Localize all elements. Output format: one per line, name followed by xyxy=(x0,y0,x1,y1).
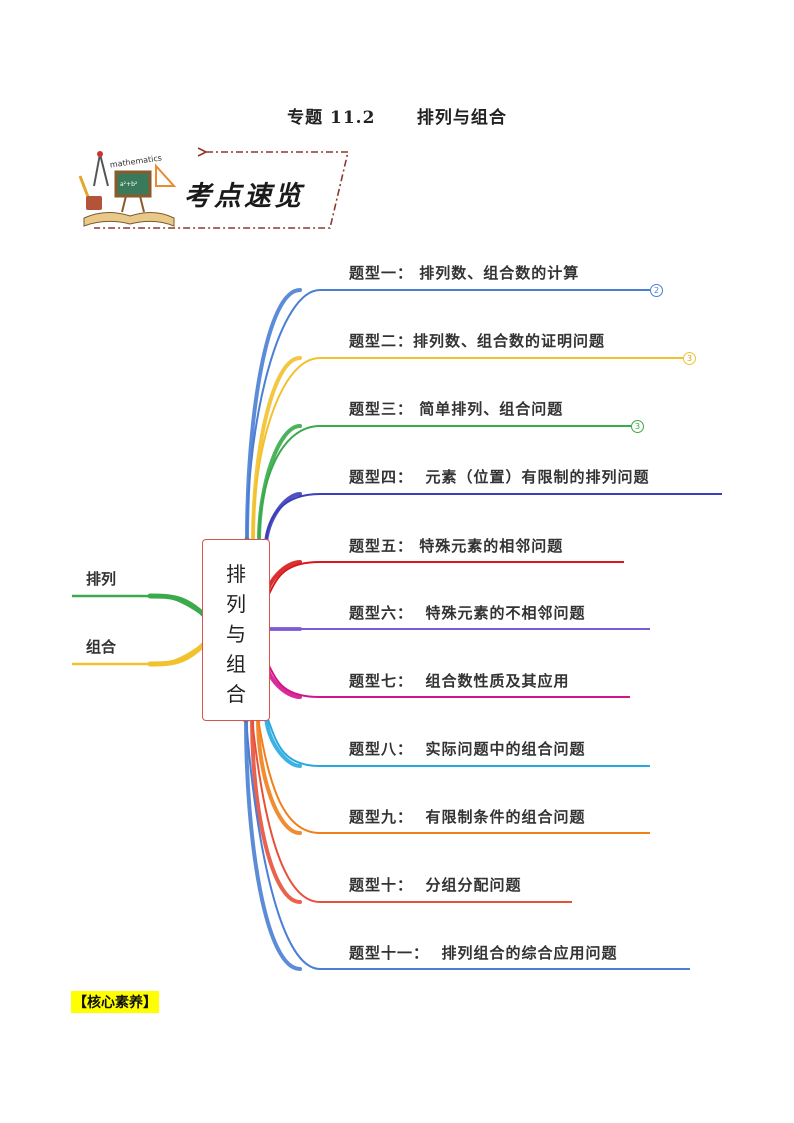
banner-decoration: a²+b² mathematics xyxy=(78,147,350,229)
page-title: 专题 11.2 排列与组合 xyxy=(287,108,507,128)
branch-label: 题型二：排列数、组合数的证明问题 xyxy=(349,332,606,350)
branch-label: 题型十： 分组分配问题 xyxy=(349,876,522,894)
branch-root xyxy=(251,356,302,543)
branch-label: 题型六： 特殊元素的不相邻问题 xyxy=(349,604,586,622)
center-char: 与 xyxy=(226,622,246,646)
branch-label: 题型九： 有限制条件的组合问题 xyxy=(349,808,586,826)
core-literacy-heading: 【核心素养】 xyxy=(71,991,159,1013)
branch-root xyxy=(264,560,302,602)
branch-connector xyxy=(265,561,624,601)
center-char: 组 xyxy=(226,652,246,676)
branch-root xyxy=(264,712,302,768)
branch-connector xyxy=(257,718,650,834)
branch-connector xyxy=(245,718,690,970)
branch-root xyxy=(257,424,302,543)
left-branch-root xyxy=(147,593,208,619)
branch-label: 题型十一： 排列组合的综合应用问题 xyxy=(349,944,618,962)
branch-root xyxy=(264,492,302,548)
branch-root xyxy=(264,658,302,699)
center-char: 合 xyxy=(226,682,246,706)
branch-root xyxy=(256,717,302,835)
count-badge: 3 xyxy=(683,352,696,365)
svg-text:a²+b²: a²+b² xyxy=(120,181,138,188)
mindmap-center-node: 排 列 与 组 合 xyxy=(202,539,270,721)
branch-label: 题型一： 排列数、组合数的计算 xyxy=(349,264,580,282)
left-branch-label: 组合 xyxy=(86,638,117,656)
count-badge: 2 xyxy=(650,284,663,297)
branch-label: 题型五： 特殊元素的相邻问题 xyxy=(349,537,564,555)
branch-label: 题型四： 元素（位置）有限制的排列问题 xyxy=(349,468,650,486)
branch-connector xyxy=(265,713,650,767)
branch-root xyxy=(250,717,302,904)
banner-title: 考点速览 xyxy=(184,181,304,212)
branch-label: 题型七： 组合数性质及其应用 xyxy=(349,672,570,690)
branch-root xyxy=(245,288,302,543)
center-char: 排 xyxy=(226,562,246,586)
branch-label: 题型八： 实际问题中的组合问题 xyxy=(349,740,586,758)
branch-root xyxy=(244,717,302,971)
branch-label: 题型三： 简单排列、组合问题 xyxy=(349,400,564,418)
left-branch-label: 排列 xyxy=(86,570,117,588)
left-branch-root xyxy=(147,640,208,667)
branch-connector xyxy=(251,718,572,903)
branch-connector xyxy=(252,357,683,542)
count-badge: 3 xyxy=(631,420,644,433)
center-char: 列 xyxy=(226,592,246,616)
